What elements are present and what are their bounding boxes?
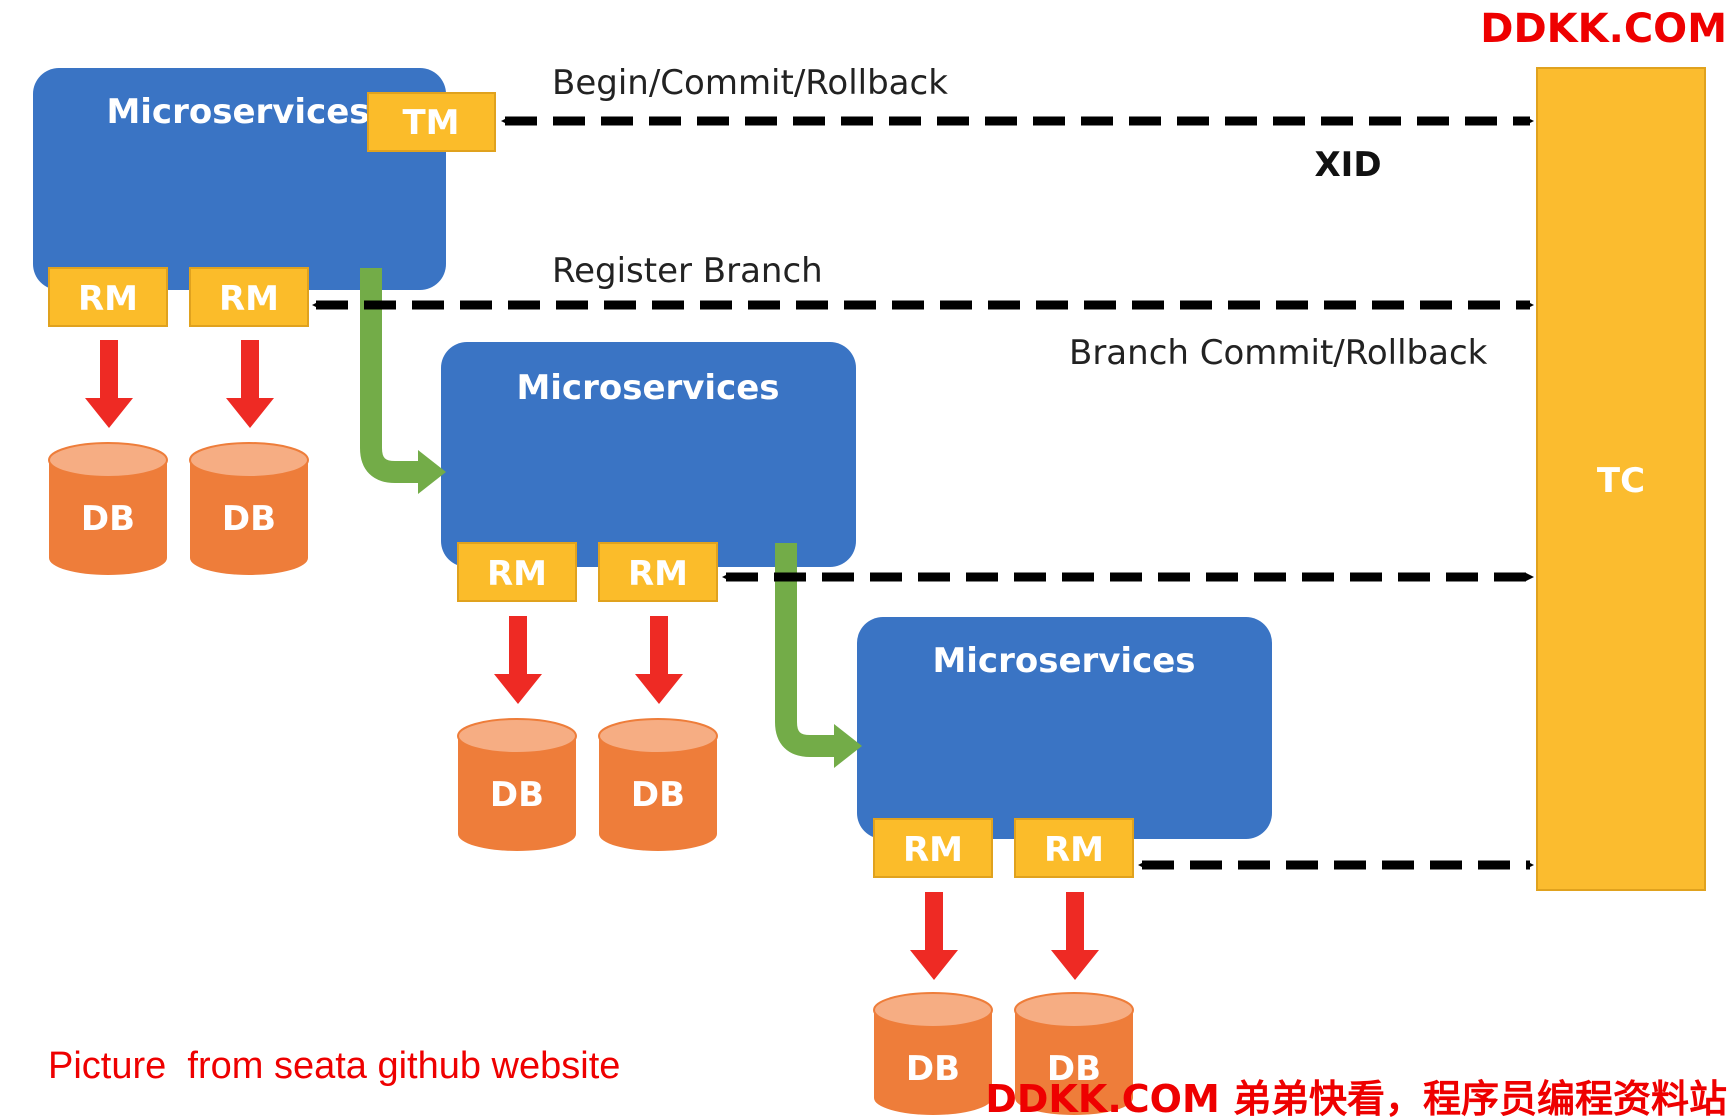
watermark-top: DDKK.COM: [1480, 6, 1727, 52]
db-cylinder: DB: [598, 718, 718, 851]
service-title: Microservices: [932, 641, 1195, 681]
green-call-arrowhead: [418, 450, 446, 494]
rm-label: RM: [487, 554, 547, 594]
db-label: DB: [222, 499, 276, 539]
db-label: DB: [490, 775, 544, 815]
rm-tag: [189, 267, 309, 327]
red-down-arrow: [910, 892, 958, 980]
source-caption: Picture from seata github website: [48, 1045, 620, 1087]
service-box: [33, 68, 446, 290]
red-down-arrow: [1051, 892, 1099, 980]
tm-tag: [367, 92, 496, 152]
rm-label: RM: [219, 279, 279, 319]
microservice-1: Microservices TM RM RM DB DB: [33, 68, 496, 575]
rm-tag: [48, 267, 168, 327]
db-label: DB: [1047, 1049, 1101, 1089]
db-label: DB: [631, 775, 685, 815]
rm-label: RM: [903, 830, 963, 870]
red-down-arrow: [85, 340, 133, 428]
db-cylinder: DB: [48, 442, 168, 575]
tm-label: TM: [402, 103, 459, 143]
xid-label: XID: [1314, 145, 1381, 185]
watermark-bottom: DDKK.COM 弟弟快看，程序员编程资料站: [985, 1077, 1727, 1119]
register-branch-label: Register Branch: [552, 251, 823, 291]
rm-label: RM: [78, 279, 138, 319]
green-call-arrow: [775, 543, 836, 757]
red-down-arrow: [635, 616, 683, 704]
db-cylinder: DB: [189, 442, 309, 575]
db-cylinder: DB: [873, 992, 993, 1115]
red-down-arrow: [494, 616, 542, 704]
rm-tag: [1014, 818, 1134, 878]
db-label: DB: [81, 499, 135, 539]
rm-tag: [457, 542, 577, 602]
microservice-3: Microservices RM RM DB DB: [857, 617, 1272, 1115]
rm-tag: [598, 542, 718, 602]
green-call-arrowhead: [834, 724, 862, 768]
service-title: Microservices: [516, 368, 779, 408]
db-cylinder: DB: [1014, 992, 1134, 1115]
rm-tag: [873, 818, 993, 878]
service-box: [857, 617, 1272, 839]
tm-arrow-label: Begin/Commit/Rollback: [552, 63, 948, 103]
service-box: [441, 342, 856, 567]
db-label: DB: [906, 1049, 960, 1089]
tc-block: TC: [1536, 67, 1706, 891]
rm-label: RM: [1044, 830, 1104, 870]
microservice-2: Microservices RM RM DB DB: [441, 342, 856, 851]
branch-commit-label: Branch Commit/Rollback: [1069, 333, 1488, 373]
tc-label: TC: [1597, 461, 1645, 501]
rm-label: RM: [628, 554, 688, 594]
red-down-arrow: [226, 340, 274, 428]
db-cylinder: DB: [457, 718, 577, 851]
green-call-arrow: [360, 268, 420, 483]
service-title: Microservices: [106, 92, 369, 132]
